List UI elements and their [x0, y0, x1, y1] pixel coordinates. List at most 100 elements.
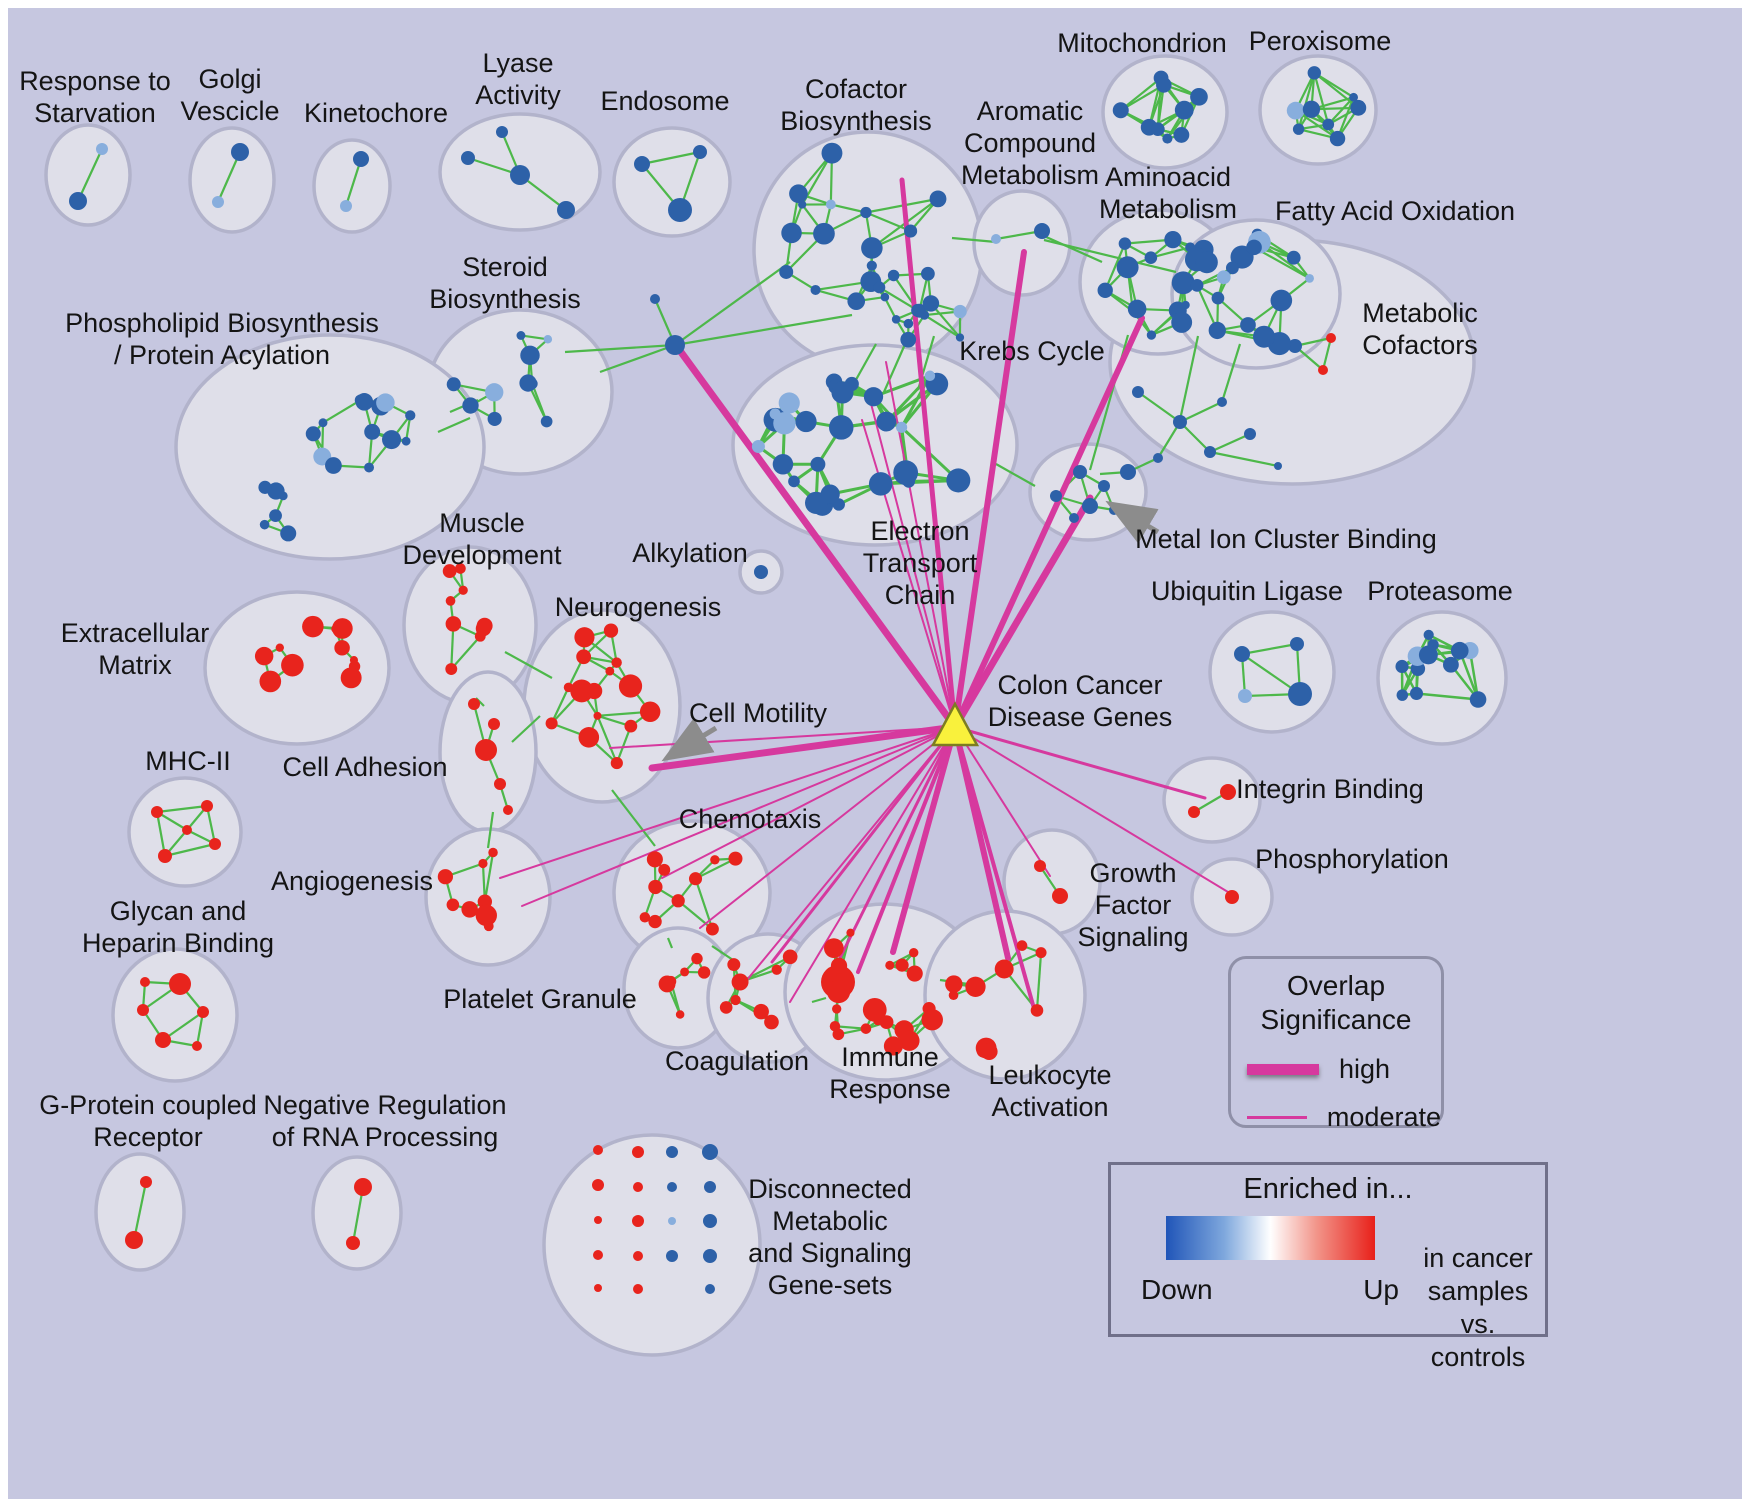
- electron-transport-chain-node[interactable]: [773, 412, 796, 435]
- aminoacid-metabolism-node[interactable]: [1195, 251, 1218, 274]
- mitochondrion-node[interactable]: [1190, 87, 1208, 106]
- mitochondrion-node[interactable]: [1174, 100, 1194, 120]
- glycan-heparin-binding-node[interactable]: [197, 1006, 209, 1018]
- electron-transport-chain-node[interactable]: [820, 484, 840, 504]
- mitochondrion-node[interactable]: [1162, 133, 1173, 144]
- immune-response-node[interactable]: [826, 979, 851, 1004]
- angiogenesis-node[interactable]: [475, 904, 497, 927]
- extracellular-matrix-node[interactable]: [331, 624, 340, 634]
- golgi-vescicle-node[interactable]: [212, 196, 224, 208]
- alkylation-node[interactable]: [754, 565, 768, 579]
- phospholipid-biosynthesis-node[interactable]: [382, 430, 402, 450]
- disconnected-gene-sets-node[interactable]: [703, 1214, 717, 1228]
- kinetochore-node[interactable]: [353, 151, 369, 167]
- cell-adhesion-node[interactable]: [475, 739, 497, 761]
- cofactor-biosynthesis-node[interactable]: [810, 284, 821, 295]
- aminoacid-metabolism-node[interactable]: [1118, 237, 1132, 250]
- fatty-acid-oxidation-node[interactable]: [1240, 317, 1256, 333]
- phospholipid-scatter-node[interactable]: [269, 509, 282, 523]
- ubiquitin-ligase-node[interactable]: [1238, 689, 1252, 703]
- cofactor-biosynthesis-node[interactable]: [781, 222, 802, 244]
- aminoacid-metabolism-node[interactable]: [1146, 330, 1157, 340]
- cofactor-biosynthesis-node[interactable]: [798, 200, 807, 209]
- peroxisome-node[interactable]: [1350, 99, 1367, 116]
- platelet-granule-node[interactable]: [691, 952, 703, 965]
- glycan-heparin-binding-node[interactable]: [169, 973, 191, 995]
- metabolic-cofactors-node[interactable]: [1288, 339, 1302, 353]
- krebs-cycle-node[interactable]: [900, 331, 917, 348]
- fatty-acid-oxidation-node[interactable]: [1305, 273, 1314, 283]
- neurogenesis-node[interactable]: [624, 719, 638, 733]
- cofactor-biosynthesis-node[interactable]: [821, 142, 843, 164]
- steroid-biosynthesis-node[interactable]: [543, 335, 553, 344]
- extracellular-matrix-node[interactable]: [302, 615, 324, 638]
- neurogenesis-node[interactable]: [545, 717, 558, 730]
- electron-transport-chain-node[interactable]: [893, 460, 919, 486]
- metabolic-scatter-node[interactable]: [1132, 386, 1144, 398]
- phosphorylation-node[interactable]: [1225, 890, 1239, 904]
- endosome-node[interactable]: [668, 198, 692, 222]
- immune-response-node[interactable]: [921, 1009, 943, 1031]
- electron-transport-chain-node[interactable]: [810, 456, 826, 472]
- krebs-cycle-node[interactable]: [873, 281, 886, 294]
- coagulation-node[interactable]: [731, 973, 749, 991]
- neurogenesis-node[interactable]: [611, 657, 622, 668]
- immune-response-node[interactable]: [824, 938, 844, 958]
- coagulation-node[interactable]: [782, 949, 798, 965]
- fatty-acid-oxidation-node[interactable]: [1246, 239, 1262, 256]
- glycan-heparin-binding-node[interactable]: [137, 1004, 149, 1016]
- chemotaxis-node[interactable]: [648, 879, 663, 895]
- metabolic-scatter-node[interactable]: [1274, 462, 1282, 470]
- chemotaxis-node[interactable]: [705, 922, 719, 936]
- chemotaxis-node[interactable]: [658, 863, 671, 876]
- glycan-heparin-binding-node[interactable]: [140, 977, 150, 987]
- platelet-granule-node[interactable]: [680, 967, 690, 977]
- aminoacid-metabolism-node[interactable]: [1164, 231, 1182, 249]
- electron-transport-chain-node[interactable]: [751, 440, 765, 454]
- neurogenesis-node[interactable]: [570, 679, 594, 703]
- krebs-cycle-node[interactable]: [887, 269, 900, 282]
- chemotaxis-node[interactable]: [728, 851, 743, 866]
- cofactor-biosynthesis-node[interactable]: [847, 292, 866, 310]
- fatty-acid-oxidation-node[interactable]: [1190, 279, 1204, 292]
- krebs-cycle-node[interactable]: [903, 318, 914, 329]
- neurogenesis-node[interactable]: [639, 701, 661, 722]
- disconnected-gene-sets-node[interactable]: [632, 1146, 644, 1158]
- phospholipid-biosynthesis-node[interactable]: [405, 410, 416, 421]
- proteasome-node[interactable]: [1423, 629, 1434, 640]
- mitochondrion-node[interactable]: [1156, 77, 1172, 93]
- angiogenesis-node[interactable]: [478, 858, 488, 869]
- cofactor-biosynthesis-node[interactable]: [861, 237, 883, 259]
- disconnected-gene-sets-node[interactable]: [633, 1251, 643, 1261]
- cofactor-biosynthesis-node[interactable]: [860, 206, 872, 219]
- leukocyte-activation-node[interactable]: [1035, 947, 1047, 959]
- chemotaxis-node[interactable]: [710, 855, 720, 865]
- mhc-ii-node[interactable]: [158, 849, 172, 863]
- electron-transport-chain-node[interactable]: [829, 415, 854, 440]
- neurogenesis-node[interactable]: [563, 682, 574, 693]
- coagulation-node[interactable]: [727, 958, 741, 972]
- disconnected-gene-sets-node[interactable]: [592, 1179, 604, 1191]
- extracellular-matrix-node[interactable]: [275, 643, 284, 652]
- coagulation-node[interactable]: [753, 1003, 769, 1020]
- chemotaxis-node[interactable]: [648, 914, 662, 929]
- phospholipid-scatter-node[interactable]: [280, 525, 297, 542]
- cofactor-biosynthesis-node[interactable]: [880, 292, 890, 302]
- fatty-acid-oxidation-node[interactable]: [1216, 270, 1231, 285]
- aminoacid-metabolism-node[interactable]: [1127, 299, 1147, 319]
- extracellular-matrix-node[interactable]: [259, 670, 282, 693]
- disconnected-gene-sets-node[interactable]: [633, 1284, 643, 1294]
- proteasome-node[interactable]: [1395, 659, 1409, 674]
- endosome-node[interactable]: [634, 156, 650, 172]
- leukocyte-activation-node[interactable]: [980, 1043, 998, 1061]
- metal-ion-cluster-binding-node[interactable]: [1069, 513, 1079, 523]
- proteasome-node[interactable]: [1469, 691, 1487, 708]
- aminoacid-metabolism-node[interactable]: [1171, 311, 1193, 333]
- immune-response-node[interactable]: [895, 958, 909, 972]
- immune-response-node[interactable]: [829, 1020, 841, 1032]
- lyase-activity-node[interactable]: [510, 165, 530, 185]
- ubiquitin-ligase-node[interactable]: [1288, 682, 1312, 706]
- ubiquitin-ligase-node[interactable]: [1290, 637, 1304, 651]
- metal-ion-cluster-binding-node[interactable]: [1050, 490, 1062, 502]
- angiogenesis-node[interactable]: [488, 847, 498, 858]
